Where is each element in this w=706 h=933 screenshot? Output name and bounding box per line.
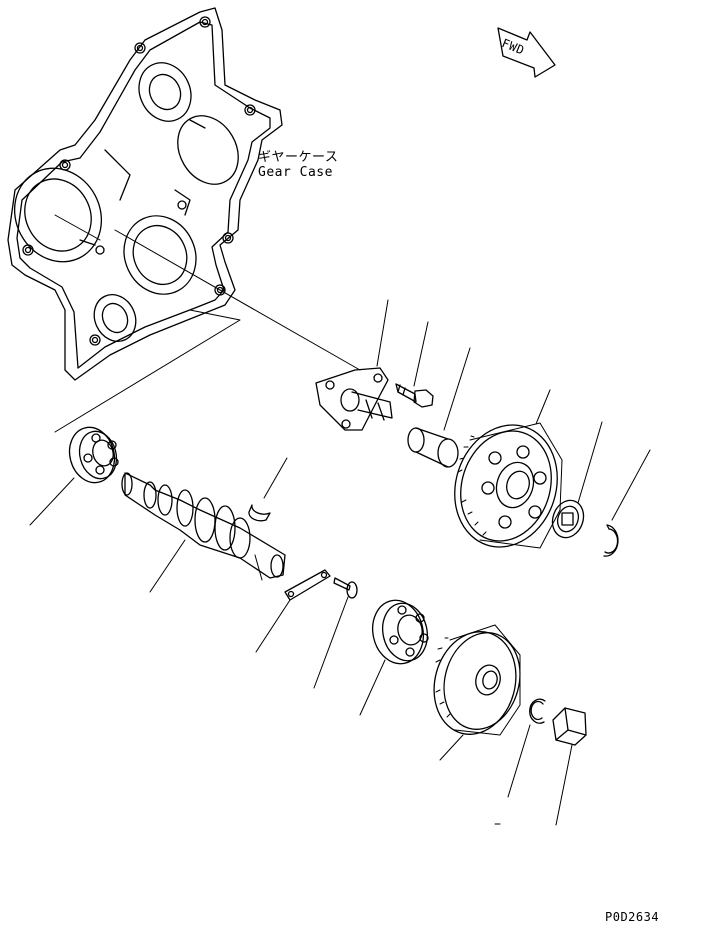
fwd-arrow-icon — [497, 27, 556, 78]
ball-bearing-center — [372, 599, 429, 665]
thrust-washer — [551, 499, 585, 539]
bushing — [407, 427, 459, 468]
idler-shaft — [121, 472, 286, 581]
snap-ring-upper — [603, 524, 619, 557]
snap-ring-lower — [529, 698, 546, 724]
idler-bracket — [315, 367, 393, 431]
idler-gear-small — [433, 624, 521, 736]
gear-case-label-japanese: ギヤーケース — [258, 150, 339, 165]
lock-plate — [284, 569, 331, 601]
woodruff-key — [248, 504, 271, 522]
gear-case — [7, 7, 283, 381]
gear-case-label-english: Gear Case — [258, 165, 333, 180]
idler-gear-large — [454, 422, 563, 549]
collar — [552, 707, 587, 746]
drawing-code: P0D2634 — [605, 910, 660, 924]
ball-bearing-left — [68, 426, 119, 484]
bolt — [395, 383, 434, 408]
small-bolt — [333, 577, 358, 599]
